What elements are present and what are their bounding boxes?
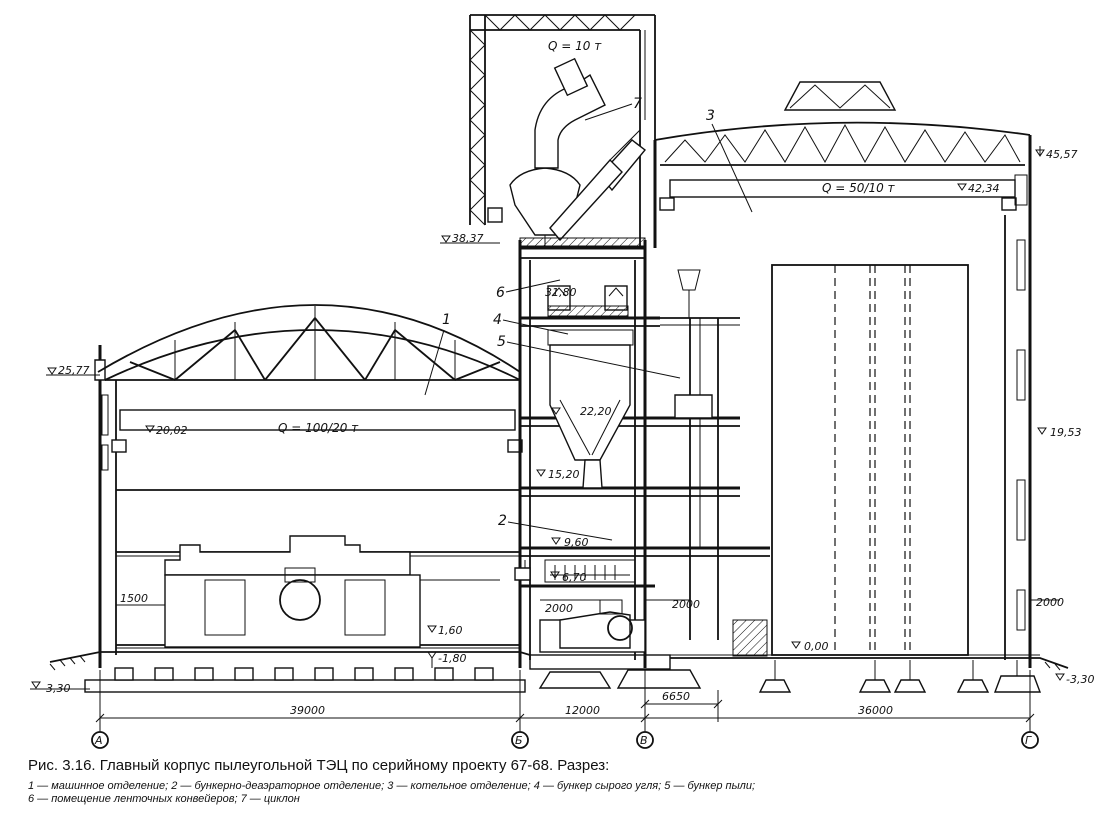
callout-4: 4 xyxy=(493,312,502,328)
cyclone-house xyxy=(469,14,656,248)
axis-dimensions: 39000 12000 6650 36000 А Б В Г xyxy=(91,670,1039,749)
elev-1-60: 1,60 xyxy=(438,624,463,637)
elevation-marks: 45,57 42,34 38,37 31,80 25,77 22,20 20,0… xyxy=(30,146,1094,695)
callout-1: 1 xyxy=(442,312,451,328)
elev-0-00: 0,00 xyxy=(804,640,829,653)
axis-b: Б xyxy=(515,734,523,747)
crane-labels: Q = 10 т Q = 50/10 т Q = 100/20 т xyxy=(278,39,896,435)
dim-36000: 36000 xyxy=(858,704,893,717)
dim-2000-c: 2000 xyxy=(1036,596,1064,609)
callout-2: 2 xyxy=(498,513,507,529)
dim-39000: 39000 xyxy=(290,704,325,717)
turbine-hall-truss xyxy=(129,306,501,381)
callout-6: 6 xyxy=(496,285,505,301)
dim-6650: 6650 xyxy=(662,690,690,703)
elev-9-60: 9,60 xyxy=(564,536,589,549)
elev-6-70: 6,70 xyxy=(562,571,587,584)
boiler-unit xyxy=(771,264,969,656)
caption-legend-line-2: 6 — помещение ленточных конвейеров; 7 — … xyxy=(28,793,300,805)
elev-minus-3-30-left: -3,30 xyxy=(42,682,70,695)
boiler-house xyxy=(653,81,1032,668)
dim-2000-b: 2000 xyxy=(672,598,700,611)
elev-45-57: 45,57 xyxy=(1046,148,1078,161)
callout-5: 5 xyxy=(497,334,506,350)
dim-1500: 1500 xyxy=(120,592,148,605)
elev-31-80: 31,80 xyxy=(545,286,577,299)
dim-2000-a: 2000 xyxy=(545,602,573,615)
callout-7: 7 xyxy=(633,96,642,112)
crane-cyclone-label: Q = 10 т xyxy=(548,39,602,53)
section-drawing: Q = 10 т Q = 50/10 т Q = 100/20 т 7 3 6 … xyxy=(30,14,1094,749)
crane-turbine-label: Q = 100/20 т xyxy=(278,421,359,435)
callout-3: 3 xyxy=(706,108,715,124)
elev-minus-3-30-right: -3,30 xyxy=(1066,673,1094,686)
crane-boiler-label: Q = 50/10 т xyxy=(822,181,896,195)
figure-caption: Рис. 3.16. Главный корпус пылеугольной Т… xyxy=(28,757,1078,806)
caption-title: Рис. 3.16. Главный корпус пылеугольной Т… xyxy=(28,757,610,774)
turbine-unit xyxy=(164,535,500,648)
elev-25-77: 25,77 xyxy=(58,364,90,377)
axis-g: Г xyxy=(1025,734,1032,747)
callouts: 7 3 6 4 5 1 2 xyxy=(424,96,753,541)
elev-38-37: 38,37 xyxy=(452,232,484,245)
axis-a: А xyxy=(94,734,103,747)
cyclone-unit xyxy=(509,57,647,248)
coal-mill xyxy=(539,599,646,653)
gallery-structure xyxy=(660,269,768,657)
elev-minus-1-80: -1,80 xyxy=(438,652,466,665)
foundations xyxy=(84,654,1042,693)
axis-v: В xyxy=(640,734,648,747)
elev-15-20: 15,20 xyxy=(548,468,580,481)
bunker-bay xyxy=(514,240,770,668)
elev-42-34: 42,34 xyxy=(968,182,1000,195)
local-dimensions: 1500 2000 2000 2000 xyxy=(116,592,1064,615)
caption-legend-line-1: 1 — машинное отделение; 2 — бункерно-деа… xyxy=(28,780,756,792)
boiler-roof-truss xyxy=(664,81,1021,164)
dim-12000: 12000 xyxy=(565,704,600,717)
elev-22-20: 22,20 xyxy=(580,405,612,418)
elev-20-02: 20,02 xyxy=(156,424,188,437)
elev-19-53: 19,53 xyxy=(1050,426,1082,439)
